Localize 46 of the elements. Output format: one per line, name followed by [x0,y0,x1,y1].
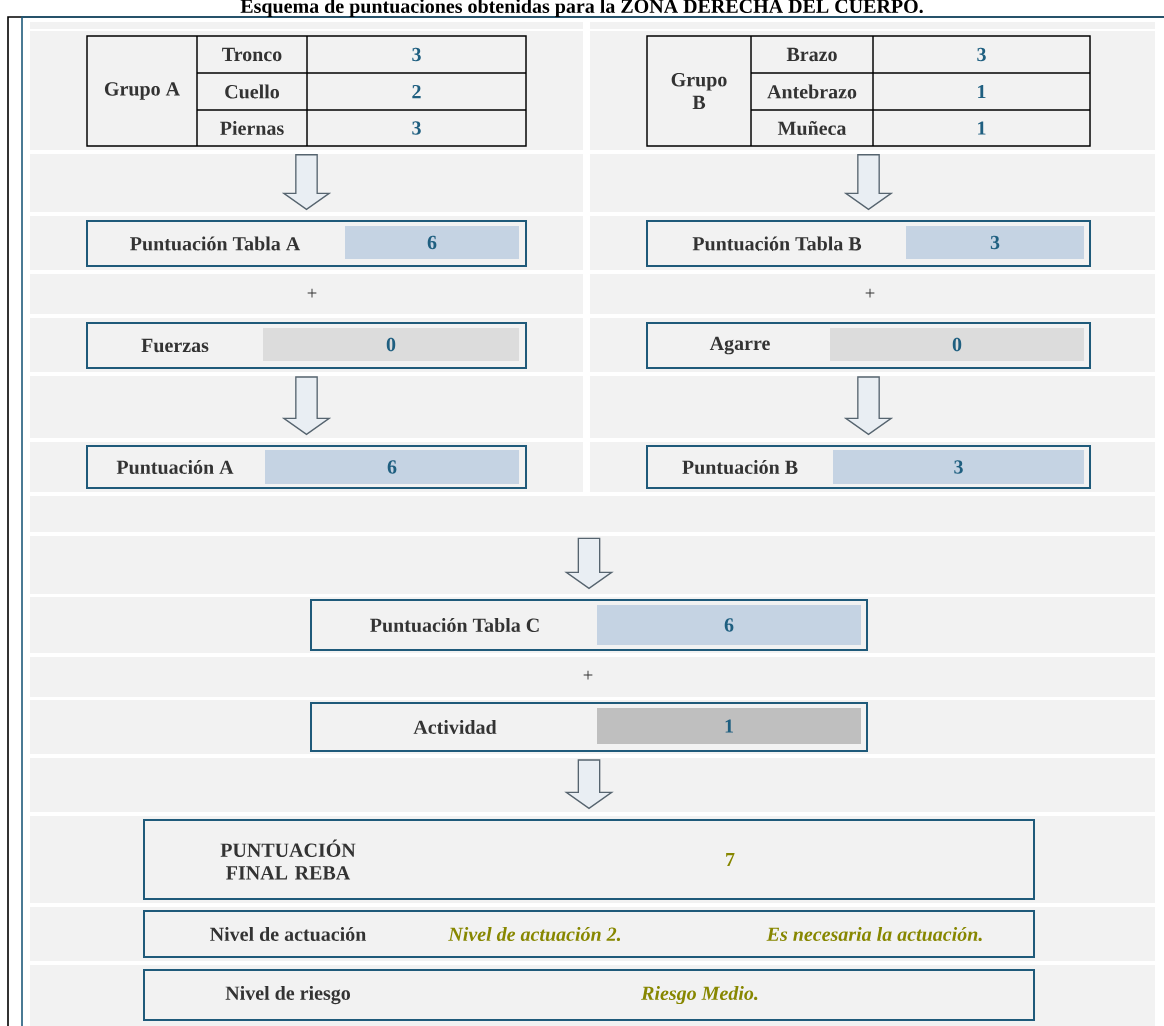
value-field: 3 [906,226,1084,259]
value-field: 6 [345,226,519,259]
block-arrow [564,537,614,590]
score-value: 3 [412,121,421,135]
block-arrow [281,154,332,211]
plus-sign: + [583,670,593,680]
result-text: 7 [726,852,735,867]
result-text: Riesgo Medio. [641,985,758,1005]
block-arrow [564,759,614,810]
score-label: Nivel de actuación [210,926,367,942]
score-label: Puntuación B [682,459,798,475]
row-label: Brazo [786,47,837,62]
value-field: 0 [263,328,519,361]
score-label: Puntuación Tabla A [130,236,301,251]
score-value: 1 [978,121,986,135]
value-field: 0 [830,328,1084,361]
row-label: Tronco [222,47,282,62]
row-label: Antebrazo [767,84,857,99]
block-arrow [281,376,332,436]
score-label: PUNTUACIÓN FINAL REBA [220,839,356,880]
value-field: 6 [265,450,519,484]
score-label: Puntuación A [116,459,234,475]
block-arrow [843,154,894,211]
score-label: Actividad [413,720,497,735]
row-label: Piernas [220,121,284,136]
plus-sign: + [307,288,317,298]
row-label: Cuello [225,84,280,99]
result-text: Es necesaria la actuación. [766,926,982,942]
group-label: Grupo A [104,82,180,100]
score-label: Nivel de riesgo [225,985,350,1005]
score-label: Fuerzas [141,338,209,353]
group-label: Grupo B [671,73,727,109]
value-field: 6 [597,605,861,645]
score-label: Agarre [709,336,770,355]
score-value: 3 [977,47,986,62]
score-label: Puntuación Tabla B [692,236,862,251]
score-value: 1 [978,84,986,99]
row-label: Muñeca [777,120,847,136]
result-text: Nivel de actuación 2. [448,926,621,942]
score-label: Puntuación Tabla C [370,617,539,633]
value-field: 1 [597,708,861,744]
plus-sign: + [865,288,875,298]
score-value: 2 [412,84,421,99]
score-value: 3 [412,47,421,62]
block-arrow [843,376,894,436]
value-field: 3 [833,450,1084,484]
